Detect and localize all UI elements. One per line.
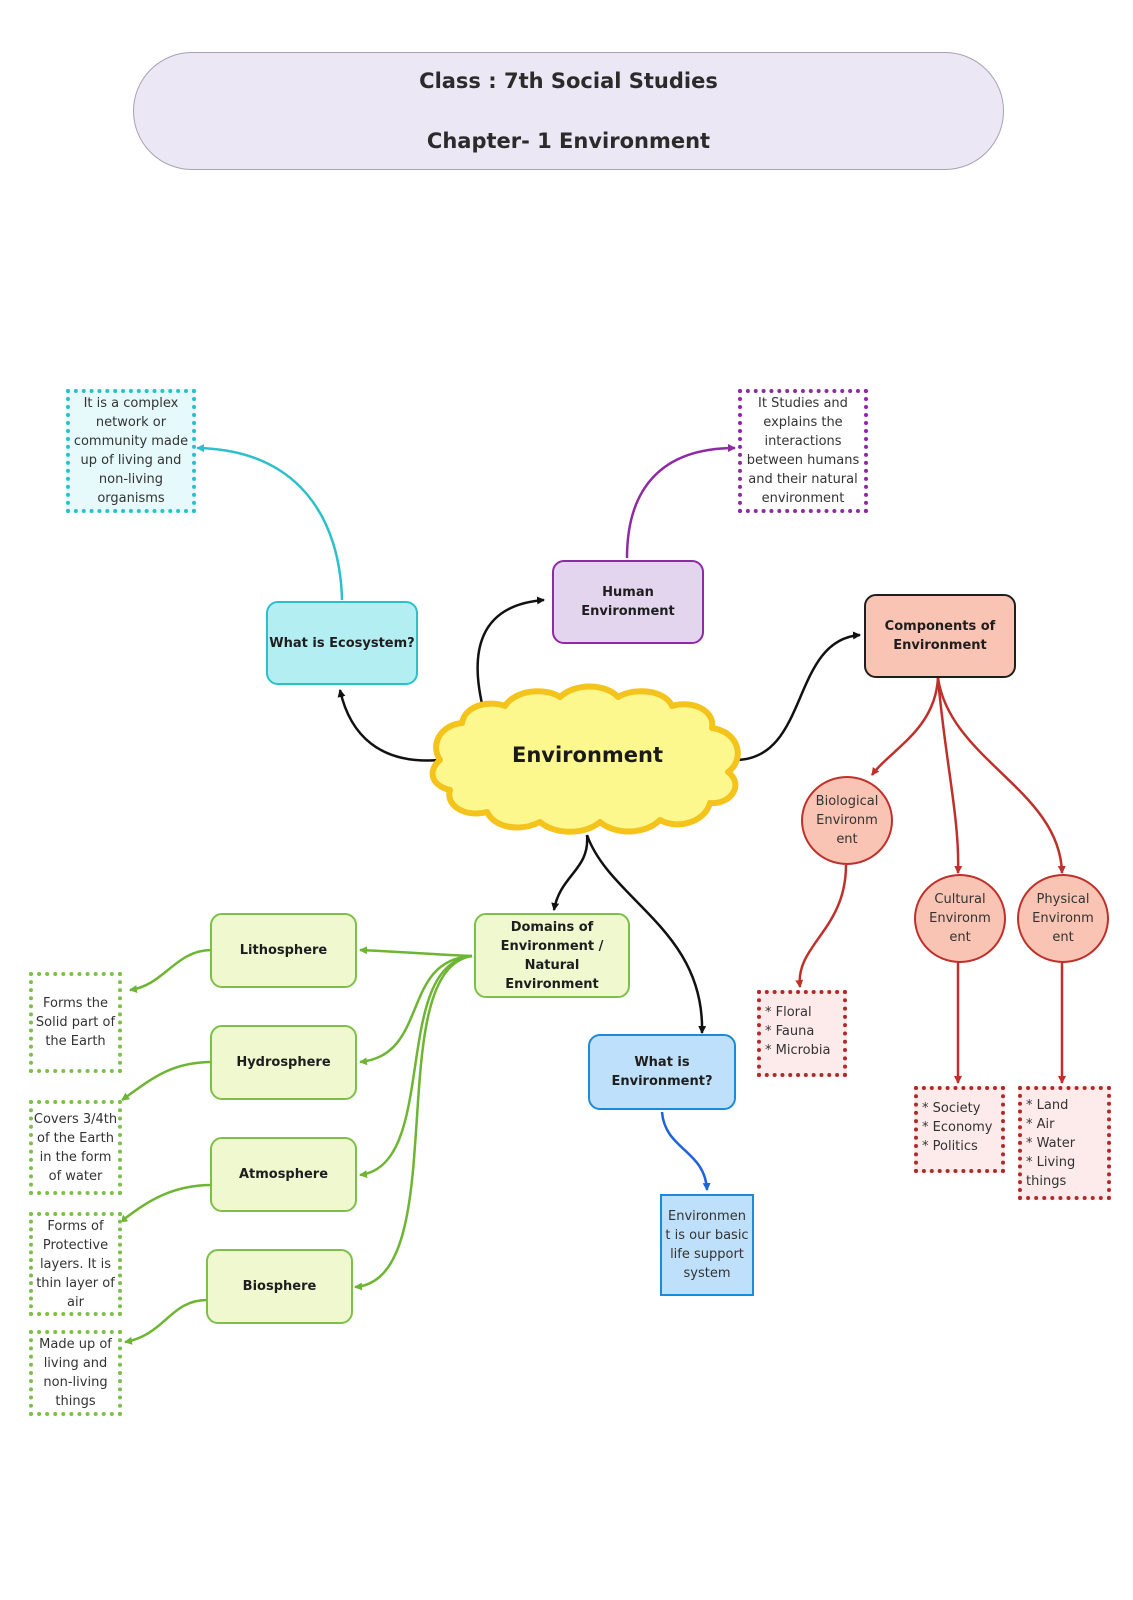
edge-components-to-biological xyxy=(870,677,940,776)
components-node: Components of Environment xyxy=(864,594,1016,678)
hydrosphere-node: Hydrosphere xyxy=(210,1025,357,1100)
edge-human-to-description xyxy=(625,444,736,559)
edge-hydrosphere-to-description xyxy=(121,1060,213,1102)
edge-biosphere-to-description xyxy=(124,1298,208,1345)
biosphere-node: Biosphere xyxy=(206,1249,353,1324)
edge-center-to-components xyxy=(734,631,861,762)
title-class-line: Class : 7th Social Studies xyxy=(419,69,718,93)
edge-center-to-human xyxy=(476,596,545,713)
physical-environment-node: Physical Environm ent xyxy=(1017,874,1109,963)
cultural-environment-node: Cultural Environm ent xyxy=(914,874,1006,963)
lithosphere-description: Forms the Solid part of the Earth xyxy=(29,972,122,1073)
edge-lithosphere-to-description xyxy=(129,948,213,993)
lithosphere-node: Lithosphere xyxy=(210,913,357,988)
what-is-environment-node: What is Environment? xyxy=(588,1034,736,1110)
biosphere-description: Made up of living and non-living things xyxy=(29,1330,122,1416)
edge-center-to-ecosystem xyxy=(337,689,441,762)
edge-domains-to-hydrosphere xyxy=(359,954,473,1066)
ecosystem-node: What is Ecosystem? xyxy=(266,601,418,685)
domains-node: Domains of Environment / Natural Environ… xyxy=(474,913,630,998)
edge-domains-to-lithosphere xyxy=(359,946,473,958)
edge-atmosphere-to-description xyxy=(119,1183,213,1224)
what-is-environment-description: Environmen t is our basic life support s… xyxy=(660,1194,754,1296)
title-chapter-line: Chapter- 1 Environment xyxy=(426,129,711,153)
edge-components-to-physical xyxy=(936,677,1066,874)
hydrosphere-description: Covers 3/4th of the Earth in the form of… xyxy=(29,1100,122,1195)
atmosphere-node: Atmosphere xyxy=(210,1137,357,1212)
center-node-label: Environment xyxy=(511,743,664,767)
ecosystem-description: It is a complex network or community mad… xyxy=(66,389,196,513)
human-environment-node: Human Environment xyxy=(552,560,704,644)
physical-items-list: * Land * Air * Water * Living things xyxy=(1018,1086,1111,1200)
edge-what-is-to-description xyxy=(660,1111,711,1191)
environment-cloud xyxy=(429,683,741,835)
human-environment-description: It Studies and explains the interactions… xyxy=(738,389,868,513)
biological-environment-node: Biological Environm ent xyxy=(801,776,893,865)
edge-ecosystem-to-description xyxy=(196,444,344,601)
edge-biological-to-list xyxy=(795,864,848,988)
atmosphere-description: Forms of Protective layers. It is thin l… xyxy=(29,1212,122,1316)
edge-components-to-cultural xyxy=(936,677,963,874)
page-title: Class : 7th Social Studies Chapter- 1 En… xyxy=(133,52,1004,170)
edge-domains-to-atmosphere xyxy=(359,954,473,1179)
edge-center-to-domains xyxy=(551,834,589,911)
edge-center-to-what-is xyxy=(585,834,707,1034)
cultural-items-list: * Society * Economy * Politics xyxy=(914,1086,1005,1173)
biological-items-list: * Floral * Fauna * Microbia xyxy=(757,990,847,1077)
edge-domains-to-biosphere xyxy=(354,954,473,1291)
